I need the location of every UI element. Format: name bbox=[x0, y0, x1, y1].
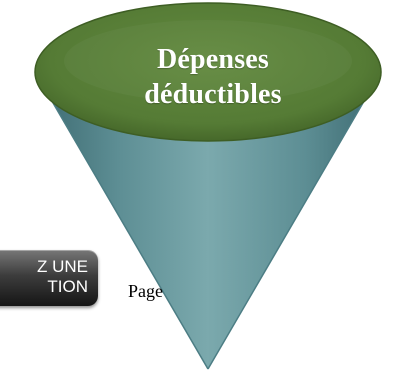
funnel-right-edge bbox=[207, 71, 382, 370]
funnel-top-ellipse bbox=[34, 2, 382, 142]
funnel-title-line-2: déductibles bbox=[144, 79, 282, 110]
funnel-title-line-1: Dépenses bbox=[156, 44, 270, 75]
action-button-line-1: Z UNE bbox=[37, 257, 88, 276]
page-fragment-text: Page bbox=[128, 281, 163, 301]
funnel-title: Dépenses déductibles bbox=[108, 42, 318, 112]
action-button[interactable]: Z UNE TION bbox=[0, 250, 98, 306]
funnel-left-edge bbox=[34, 71, 209, 370]
funnel-body bbox=[35, 72, 381, 369]
action-button-line-2: TION bbox=[47, 277, 88, 296]
